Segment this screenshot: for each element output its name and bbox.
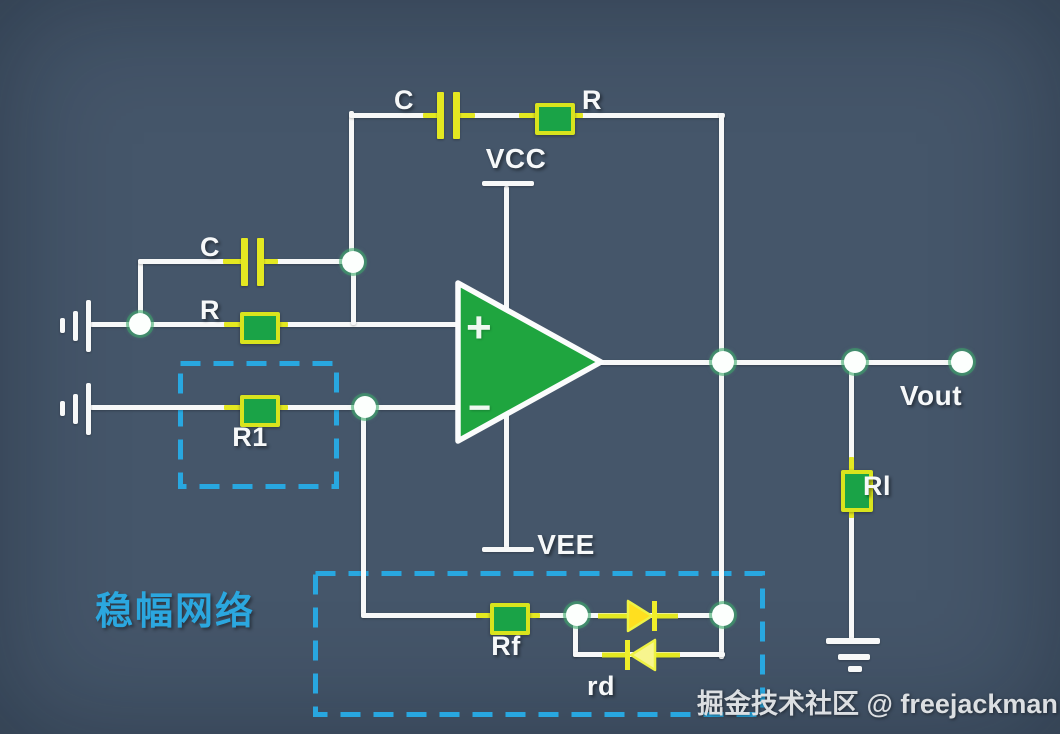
rf-resistor xyxy=(490,603,530,635)
wire-top-horizontal-2 xyxy=(460,113,539,118)
node-input-plus-junction xyxy=(129,313,151,335)
wire-load-top xyxy=(849,362,854,460)
left-res-lead-left xyxy=(224,322,242,327)
label-rl: Rl xyxy=(863,471,891,501)
wire-feedback-horizontal-1 xyxy=(361,613,483,618)
diode-forward xyxy=(598,599,682,633)
watermark-text: 掘金技术社区 @ freejackman xyxy=(697,689,1058,719)
ground1-bar-short xyxy=(60,318,65,333)
opamp-inverting-sign: − xyxy=(468,386,492,430)
wire-inverting-vertical xyxy=(361,407,366,617)
opamp xyxy=(448,273,608,448)
top-capacitor-plate-right xyxy=(453,92,460,139)
wire-left-cap-horizontal-1 xyxy=(138,259,241,264)
wire-vcc-stem xyxy=(504,186,509,312)
opamp-noninverting-sign: + xyxy=(466,303,492,352)
earth-ground-bar-mid xyxy=(838,654,870,660)
node-output-feedback xyxy=(712,351,734,373)
diode-reverse xyxy=(600,638,684,672)
left-cap-lead-left xyxy=(223,259,243,264)
ground1-bar-long xyxy=(86,300,91,352)
label-left-resistor: R xyxy=(200,295,220,325)
wire-vee-stem xyxy=(504,412,509,549)
rf-lead-right xyxy=(522,613,540,618)
vcc-rail-bar xyxy=(482,181,534,186)
wire-top-horizontal-3 xyxy=(565,113,725,118)
rl-resistor xyxy=(841,470,873,512)
node-output-terminal xyxy=(951,351,973,373)
left-capacitor-plate-right xyxy=(257,238,264,286)
ground2-bar-short xyxy=(60,401,65,416)
left-capacitor-plate-left xyxy=(241,238,248,286)
label-top-resistor: R xyxy=(582,85,602,115)
rf-lead-left xyxy=(476,613,494,618)
top-cap-lead-right xyxy=(458,113,475,118)
stabilization-dashed-box xyxy=(313,571,765,717)
r1-resistor xyxy=(240,395,280,427)
label-left-capacitor: C xyxy=(200,232,220,262)
label-rf: Rf xyxy=(491,631,521,661)
vee-rail-bar xyxy=(482,547,534,552)
left-resistor xyxy=(240,312,280,344)
node-diode-right xyxy=(712,604,734,626)
node-diode-left xyxy=(566,604,588,626)
wire-left-cap-vertical xyxy=(138,259,143,325)
label-vee: VEE xyxy=(537,529,595,560)
r1-lead-left xyxy=(224,405,242,410)
label-vcc: VCC xyxy=(485,143,547,174)
earth-ground-bar-long xyxy=(826,638,880,644)
label-vout: Vout xyxy=(899,380,963,411)
wire-mid-vertical xyxy=(351,262,356,325)
top-resistor xyxy=(535,103,575,135)
label-top-capacitor: C xyxy=(394,85,414,115)
wire-load-bottom xyxy=(849,516,854,640)
wire-right-vertical xyxy=(719,113,724,659)
node-output-load xyxy=(844,351,866,373)
r1-dashed-box xyxy=(178,361,339,489)
ground2-bar-mid xyxy=(73,394,78,424)
top-capacitor-plate-left xyxy=(437,92,444,139)
wire-output xyxy=(596,360,964,365)
label-rd: rd xyxy=(587,671,615,701)
top-cap-lead-left xyxy=(423,113,439,118)
wire-diode-branch-left xyxy=(573,615,578,657)
wire-left-cap-horizontal-2 xyxy=(264,259,354,264)
node-inverting-junction xyxy=(354,396,376,418)
rl-lead-top xyxy=(849,457,854,473)
ground2-bar-long xyxy=(86,383,91,435)
node-cap-junction xyxy=(342,251,364,273)
label-r1: R1 xyxy=(232,422,268,452)
earth-ground-bar-short xyxy=(848,666,862,672)
top-res-lead-left xyxy=(519,113,537,118)
ground1-bar-mid xyxy=(73,311,78,341)
wire-top-left-vertical xyxy=(349,111,354,265)
left-cap-lead-right xyxy=(262,259,278,264)
wire-top-horizontal-1 xyxy=(349,113,437,118)
label-stabilization-network: 稳幅网络 xyxy=(95,591,256,633)
